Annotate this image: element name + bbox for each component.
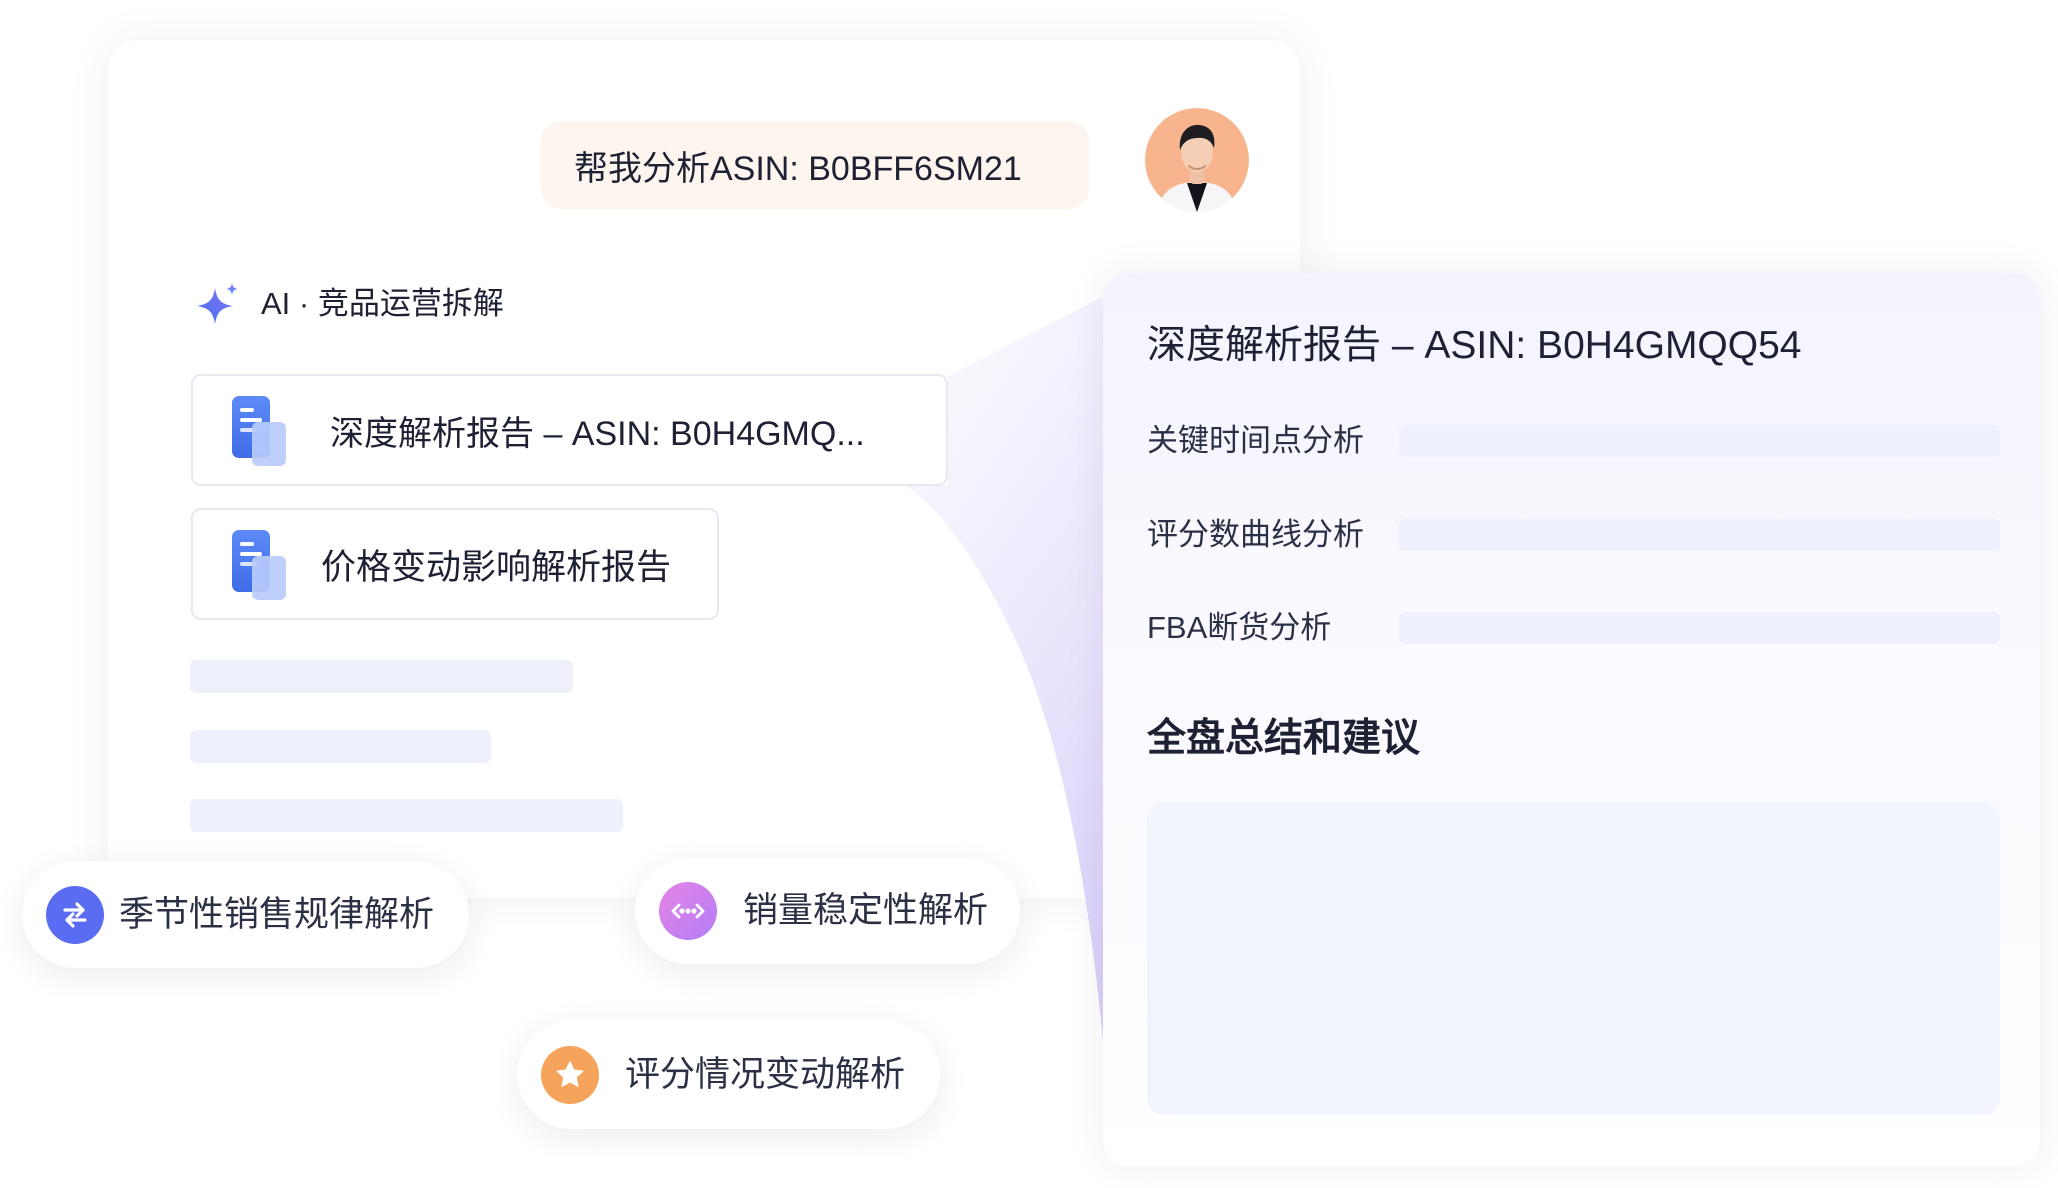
- report-item-title: 价格变动影响解析报告: [321, 547, 672, 587]
- swap-arrows-icon: [46, 885, 104, 944]
- avatar-image: [1145, 108, 1249, 212]
- report-section-label: FBA断货分析: [1147, 610, 1332, 645]
- report-section-rating-curve[interactable]: 评分数曲线分析: [1147, 517, 2000, 552]
- star-icon: [541, 1045, 599, 1104]
- loading-skeleton-line: [190, 660, 573, 693]
- report-section-placeholder: [1399, 612, 2000, 644]
- report-section-label: 关键时间点分析: [1147, 423, 1364, 458]
- report-panel-title: 深度解析报告 – ASIN: B0H4GMQQ54: [1147, 324, 1802, 367]
- report-section-placeholder: [1399, 425, 2000, 457]
- report-item-price-change[interactable]: 价格变动影响解析报告: [191, 508, 719, 620]
- report-panel: 深度解析报告 – ASIN: B0H4GMQQ54 关键时间点分析 评分数曲线分…: [1103, 273, 2040, 1166]
- document-icon: [232, 530, 286, 600]
- report-item-deep-analysis[interactable]: 深度解析报告 – ASIN: B0H4GMQ...: [191, 374, 948, 486]
- suggestion-chip-sales-stability[interactable]: 销量稳定性解析: [635, 858, 1020, 964]
- document-icon: [232, 396, 286, 466]
- report-section-fba-stockout[interactable]: FBA断货分析: [1147, 610, 2000, 645]
- user-message-bubble: 帮我分析ASIN: B0BFF6SM21: [541, 121, 1089, 209]
- loading-skeleton-line: [190, 730, 491, 763]
- suggestion-chip-rating-change[interactable]: 评分情况变动解析: [517, 1020, 940, 1129]
- report-item-title: 深度解析报告 – ASIN: B0H4GMQ...: [330, 414, 865, 453]
- user-avatar[interactable]: [1145, 108, 1249, 212]
- report-section-key-timepoints[interactable]: 关键时间点分析: [1147, 423, 2000, 458]
- sparkle-icon: [197, 283, 238, 324]
- ai-agent-label: AI · 竞品运营拆解: [261, 286, 504, 321]
- loading-skeleton-line: [190, 799, 623, 832]
- suggestion-chip-seasonal-sales[interactable]: 季节性销售规律解析: [22, 861, 469, 968]
- wave-dots-icon: [659, 882, 717, 940]
- report-section-placeholder: [1399, 519, 2000, 551]
- suggestion-chip-label: 评分情况变动解析: [625, 1054, 906, 1094]
- report-section-label: 评分数曲线分析: [1147, 517, 1364, 552]
- summary-placeholder: [1147, 802, 2000, 1115]
- suggestion-chip-label: 销量稳定性解析: [743, 891, 989, 930]
- summary-heading: 全盘总结和建议: [1147, 717, 1421, 760]
- user-message-text: 帮我分析ASIN: B0BFF6SM21: [574, 149, 1022, 188]
- suggestion-chip-label: 季节性销售规律解析: [119, 894, 435, 934]
